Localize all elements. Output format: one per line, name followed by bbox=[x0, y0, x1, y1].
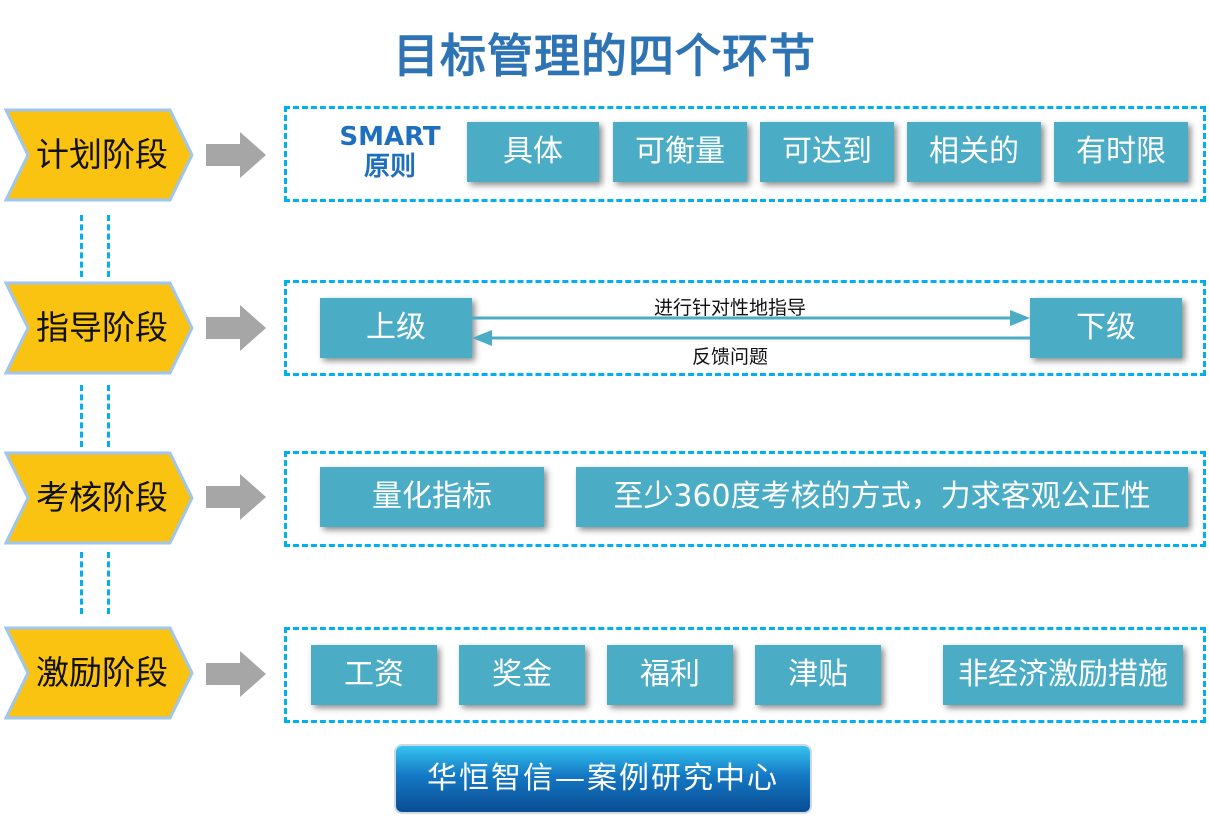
guidance-panel bbox=[284, 280, 1206, 376]
smart-item-relevant: 相关的 bbox=[907, 122, 1041, 182]
subordinate-box: 下级 bbox=[1030, 298, 1182, 358]
incentive-item-non-economic: 非经济激励措施 bbox=[943, 645, 1183, 705]
incentive-item-bonus: 奖金 bbox=[459, 645, 585, 705]
right-arrow-icon bbox=[206, 132, 266, 178]
smart-item-time-bound: 有时限 bbox=[1054, 122, 1188, 182]
stage-chevron-assessment: 考核阶段 bbox=[4, 451, 194, 545]
right-arrow-icon bbox=[206, 305, 266, 351]
stage-label: 激励阶段 bbox=[36, 653, 168, 692]
connector-dash-left-2 bbox=[80, 385, 86, 447]
stage-chevron-incentive: 激励阶段 bbox=[4, 626, 194, 720]
chevron-shape bbox=[4, 281, 194, 375]
assessment-panel bbox=[284, 451, 1206, 547]
smart-label-line1: SMART bbox=[339, 122, 441, 152]
right-arrow-icon bbox=[206, 474, 266, 520]
incentive-item-benefits: 福利 bbox=[607, 645, 733, 705]
connector-dash-right-1 bbox=[107, 215, 113, 277]
smart-principle-label: SMART 原则 bbox=[338, 122, 442, 182]
smart-item-attainable: 可达到 bbox=[760, 122, 894, 182]
guidance-label: 进行针对性地指导 bbox=[653, 297, 806, 319]
smart-item-specific: 具体 bbox=[467, 122, 599, 182]
guidance-arrow-icon bbox=[472, 310, 1030, 326]
footer-banner: 华恒智信—案例研究中心 bbox=[396, 746, 810, 812]
planning-panel bbox=[284, 106, 1206, 202]
incentive-item-salary: 工资 bbox=[311, 645, 437, 705]
connector-dash-right-2 bbox=[107, 385, 113, 447]
superior-box: 上级 bbox=[320, 298, 472, 358]
stage-chevron-planning: 计划阶段 bbox=[4, 108, 194, 202]
stage-label: 指导阶段 bbox=[36, 308, 168, 347]
chevron-shape bbox=[4, 626, 194, 720]
page-title: 目标管理的四个环节 bbox=[393, 29, 816, 83]
chevron-shape bbox=[4, 451, 194, 545]
right-arrow-icon bbox=[206, 651, 266, 697]
feedback-label: 反馈问题 bbox=[691, 346, 768, 368]
stage-label: 考核阶段 bbox=[36, 478, 168, 517]
connector-dash-right-3 bbox=[107, 552, 113, 614]
feedback-arrow-icon bbox=[472, 330, 1030, 346]
stage-label: 计划阶段 bbox=[36, 135, 168, 174]
chevron-shape bbox=[4, 108, 194, 202]
connector-dash-left-3 bbox=[80, 552, 86, 614]
incentive-item-allowance: 津贴 bbox=[755, 645, 881, 705]
360-assessment-box: 至少360度考核的方式，力求客观公正性 bbox=[576, 467, 1188, 527]
smart-item-measurable: 可衡量 bbox=[613, 122, 747, 182]
incentive-panel bbox=[284, 627, 1206, 723]
smart-label-line2: 原则 bbox=[363, 152, 416, 182]
connector-dash-left-1 bbox=[80, 215, 86, 277]
quantified-indicators-box: 量化指标 bbox=[320, 467, 544, 527]
stage-chevron-guidance: 指导阶段 bbox=[4, 281, 194, 375]
